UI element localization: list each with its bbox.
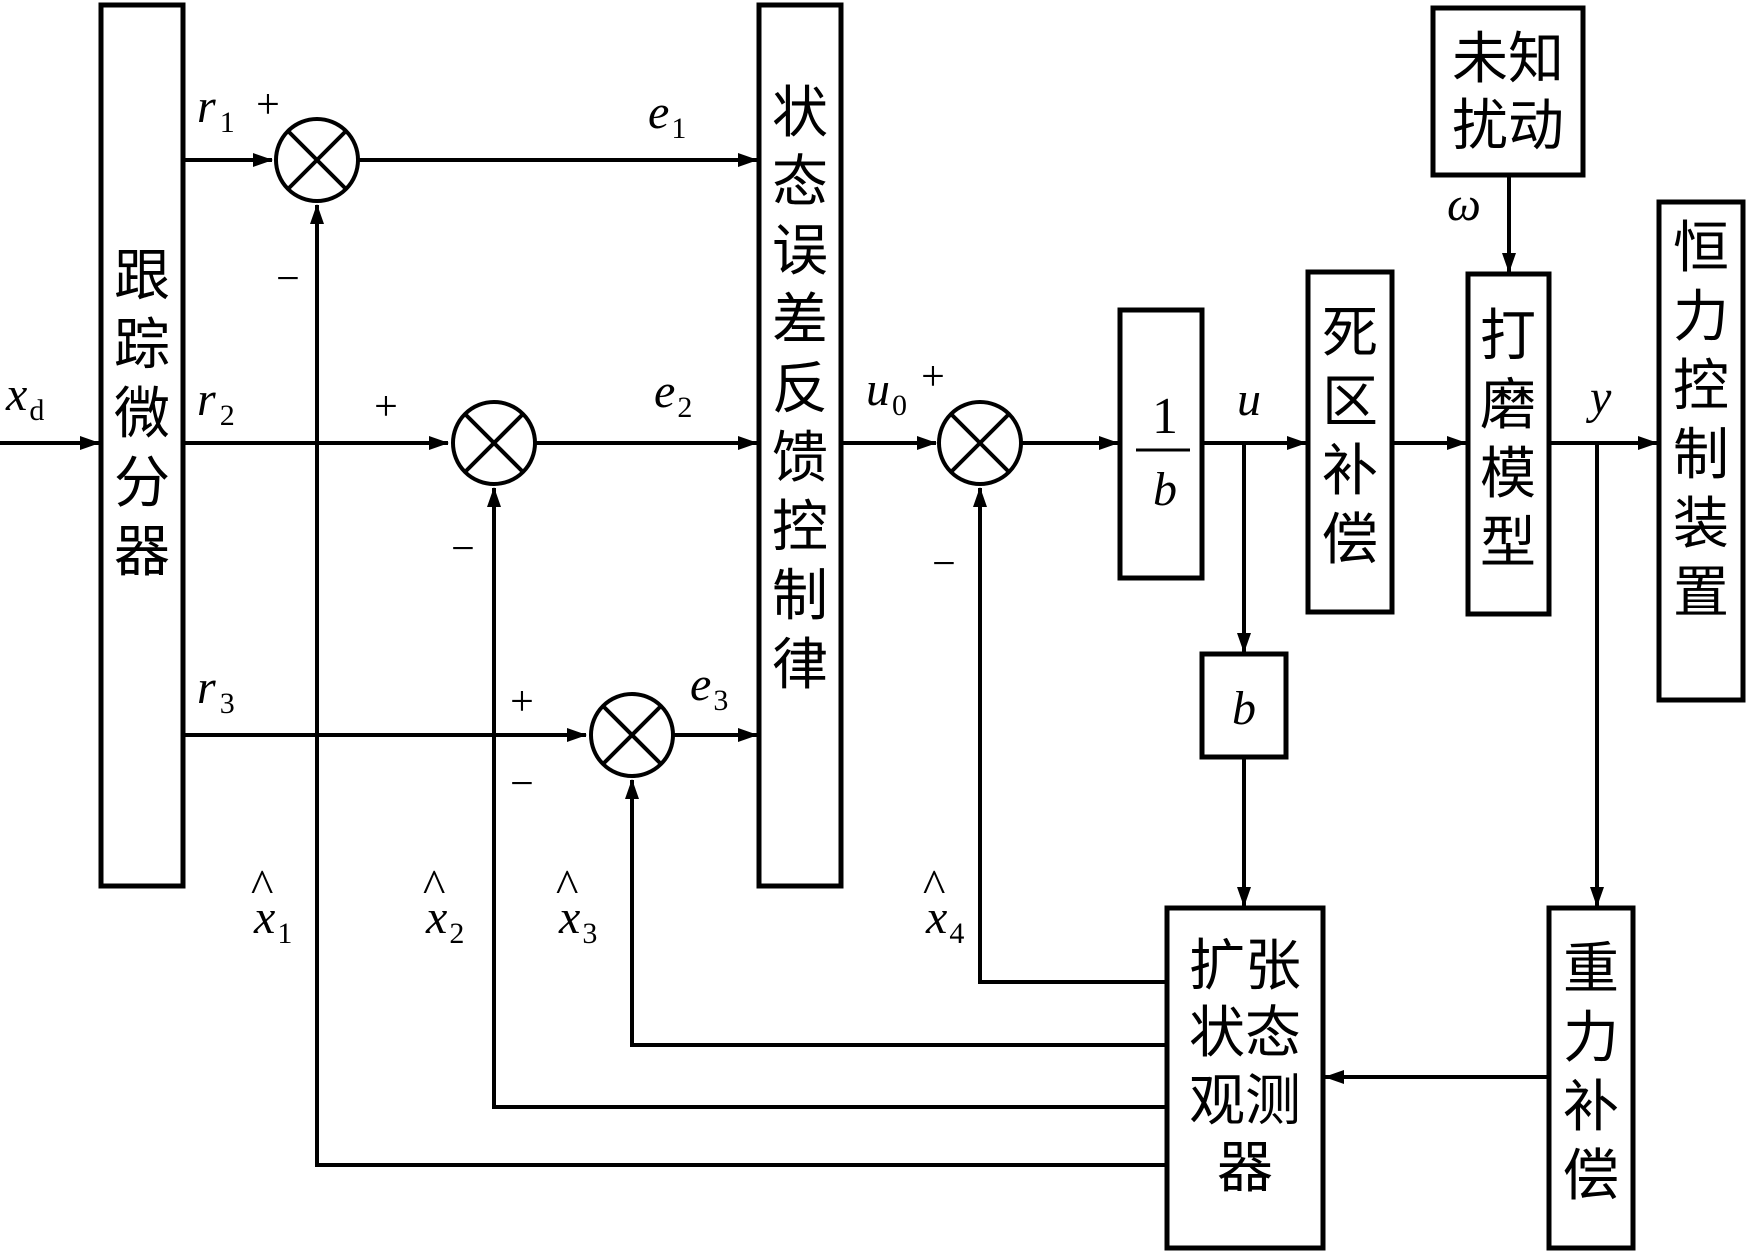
block-grinding-model: 打磨模型 bbox=[1465, 271, 1552, 617]
signal-e3: e3 bbox=[690, 658, 728, 717]
signal-u: u bbox=[1237, 373, 1261, 426]
deadzone-compensation-label: 死区补偿 bbox=[1322, 301, 1378, 573]
eso-label-line2: 状态 bbox=[1189, 1001, 1301, 1066]
sum1-plus: + bbox=[256, 82, 280, 128]
signal-omega: ω bbox=[1447, 178, 1481, 231]
sum4-minus: − bbox=[932, 541, 956, 587]
sum2-plus: + bbox=[374, 384, 398, 430]
sum1-minus: − bbox=[276, 256, 300, 302]
tracking-differentiator-label: 跟踪微分器 bbox=[114, 244, 170, 585]
wire-xhat3 bbox=[625, 779, 1167, 1047]
summing-junction-3 bbox=[589, 692, 675, 778]
signal-wires bbox=[0, 153, 1658, 1167]
block-extended-state-observer: 扩张 状态 观测 器 bbox=[1164, 905, 1326, 1251]
sign-labels: + − + − + − + − bbox=[256, 82, 956, 807]
constant-force-device-label: 恒力控制装置 bbox=[1673, 216, 1729, 626]
summing-junction-4 bbox=[937, 400, 1023, 486]
block-tracking-differentiator: 跟踪微分器 bbox=[98, 2, 186, 889]
signal-xd: xd bbox=[5, 368, 44, 427]
xhat1-symbol: x1 bbox=[253, 891, 292, 950]
eso-label-line4: 器 bbox=[1217, 1136, 1273, 1201]
b-gain-label: b bbox=[1232, 682, 1256, 735]
xhat4-symbol: x4 bbox=[925, 891, 964, 950]
signal-e2: e2 bbox=[654, 365, 692, 424]
block-deadzone-compensation: 死区补偿 bbox=[1305, 269, 1395, 615]
block-state-error-feedback: 状态误差反馈控制律 bbox=[756, 2, 844, 889]
block-constant-force-device: 恒力控制装置 bbox=[1656, 199, 1746, 703]
block-gravity-compensation: 重力补偿 bbox=[1546, 905, 1636, 1251]
state-error-feedback-label: 状态误差反馈控制律 bbox=[772, 81, 828, 698]
inverse-b-numerator: 1 bbox=[1152, 388, 1178, 445]
xhat3-symbol: x3 bbox=[558, 891, 597, 950]
wire-xhat4 bbox=[973, 487, 1167, 984]
block-inverse-b: 1 b bbox=[1117, 307, 1205, 581]
gravity-compensation-label: 重力补偿 bbox=[1563, 937, 1619, 1209]
sum4-plus: + bbox=[921, 354, 945, 400]
signal-xhat1: ^ x1 bbox=[250, 860, 292, 950]
unknown-disturbance-line1: 未知 bbox=[1452, 27, 1564, 92]
eso-label-line1: 扩张 bbox=[1189, 934, 1301, 999]
xhat2-hat: ^ bbox=[422, 860, 445, 913]
block-b-gain: b bbox=[1199, 651, 1289, 760]
unknown-disturbance-line2: 扰动 bbox=[1452, 94, 1564, 159]
sum3-minus: − bbox=[510, 761, 534, 807]
block-unknown-disturbance: 未知 扰动 bbox=[1430, 5, 1586, 178]
wire-xhat1 bbox=[310, 204, 1167, 1167]
grinding-model-label: 打磨模型 bbox=[1480, 304, 1536, 576]
sum3-plus: + bbox=[510, 679, 534, 725]
signal-xhat3: ^ x3 bbox=[555, 860, 597, 950]
signal-xhat2: ^ x2 bbox=[422, 860, 464, 950]
eso-label-line3: 观测 bbox=[1189, 1069, 1301, 1134]
inverse-b-denominator: b bbox=[1153, 463, 1177, 516]
xhat3-hat: ^ bbox=[555, 860, 578, 913]
xhat4-hat: ^ bbox=[922, 860, 945, 913]
wire-xhat2 bbox=[487, 487, 1167, 1109]
xhat1-hat: ^ bbox=[250, 860, 273, 913]
signal-u0: u0 bbox=[866, 363, 907, 422]
sum2-minus: − bbox=[451, 526, 475, 572]
signal-xhat4: ^ x4 bbox=[922, 860, 964, 950]
summing-junction-1 bbox=[274, 117, 360, 203]
xhat2-symbol: x2 bbox=[425, 891, 464, 950]
signal-y: y bbox=[1585, 371, 1612, 424]
signal-e1: e1 bbox=[648, 86, 686, 145]
summing-junction-2 bbox=[451, 400, 537, 486]
